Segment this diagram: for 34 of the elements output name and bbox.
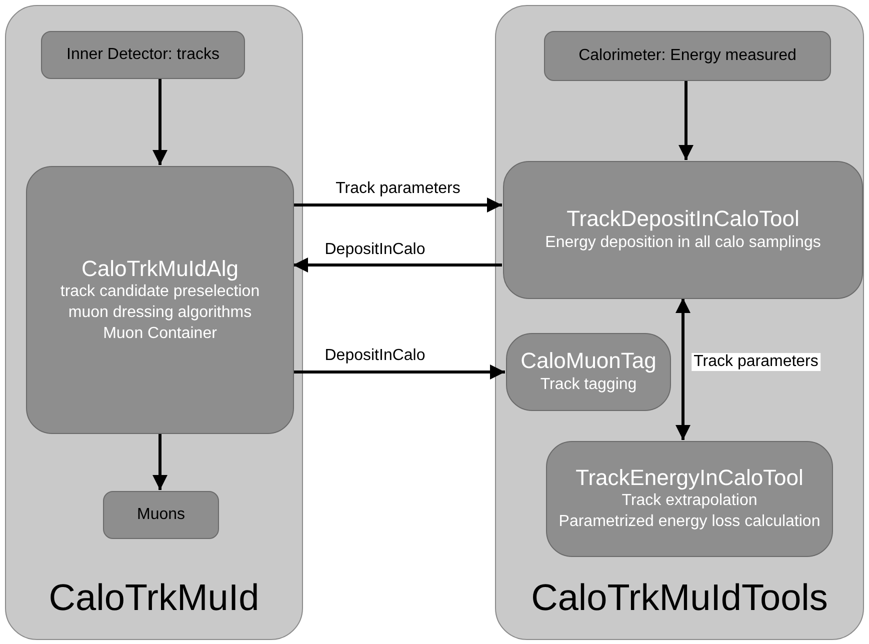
box-text: muon dressing algorithms [68, 302, 252, 323]
box-title: Muons [136, 505, 186, 525]
process-box [26, 166, 294, 434]
process-box [506, 333, 671, 411]
box-text: Track tagging [540, 374, 637, 395]
box-title: TrackEnergyInCaloTool [576, 465, 804, 492]
arrow [676, 298, 690, 440]
process-box [546, 441, 833, 557]
edge-label: Track parameters [692, 353, 820, 371]
group-panel [5, 5, 303, 640]
box-title: Inner Detector: tracks [66, 45, 220, 65]
arrow [152, 78, 168, 165]
box-text: Energy deposition in all calo samplings [545, 232, 821, 253]
box-title: CaloTrkMuIdAlg [82, 256, 238, 282]
box-title: TrackDepositInCaloTool [566, 206, 800, 233]
box-title: Calorimeter: Energy measured [578, 46, 796, 66]
process-box [103, 491, 219, 539]
group-title: CaloTrkMuIdTools [530, 577, 829, 619]
edge-label: Track parameters [334, 180, 462, 198]
group-panel [495, 5, 864, 640]
box-text: track candidate preselection [60, 282, 260, 302]
process-box [41, 31, 245, 79]
arrow [293, 258, 502, 272]
process-box [544, 31, 831, 81]
box-text: Parametrized energy loss calculation [558, 512, 820, 532]
arrow [678, 80, 694, 160]
group-title: CaloTrkMuId [48, 577, 260, 619]
box-title: CaloMuonTag [520, 348, 656, 375]
box-text: Track extrapolation [622, 491, 758, 512]
arrow [152, 433, 168, 490]
arrow [293, 364, 505, 380]
process-box [503, 161, 863, 299]
box-text: Muon Container [103, 324, 217, 344]
arrow [293, 198, 502, 212]
